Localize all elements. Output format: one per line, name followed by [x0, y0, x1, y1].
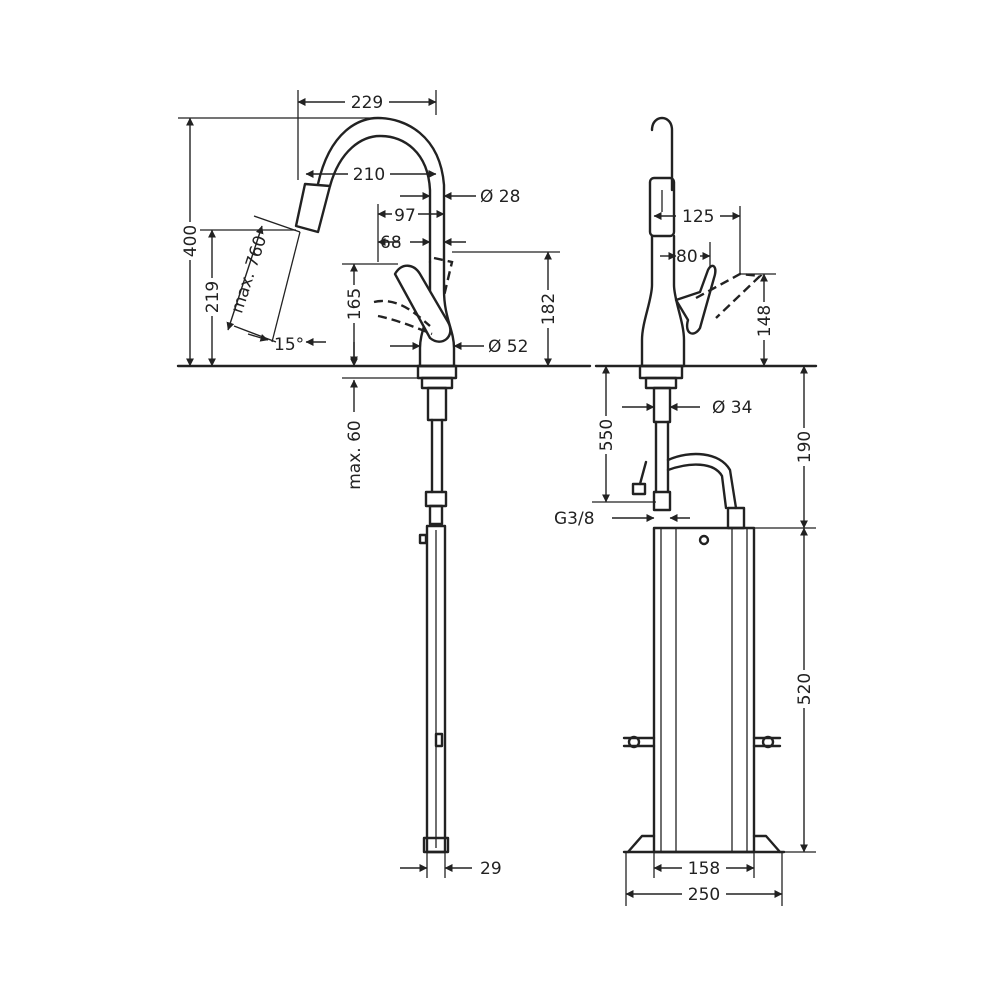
dim-182: 182: [452, 251, 560, 367]
dim-29: 29: [400, 852, 502, 879]
dim-97: 97: [377, 204, 445, 262]
label-229: 229: [351, 93, 383, 113]
hose-box: [622, 526, 786, 854]
dim-max760: max. 760: [226, 215, 301, 343]
label-158: 158: [688, 859, 720, 879]
side-hose: [418, 418, 450, 854]
dim-15deg: 15°: [233, 325, 326, 355]
dim-190: 190: [754, 365, 816, 529]
dim-148: 148: [740, 273, 776, 367]
dim-400: 400: [178, 117, 378, 367]
label-125: 125: [682, 207, 714, 227]
front-view: 125 80 148 Ø 34 550: [554, 116, 818, 906]
label-182: 182: [539, 293, 559, 325]
spout: [294, 116, 446, 264]
label-97: 97: [394, 206, 416, 226]
label-250: 250: [688, 885, 720, 905]
label-max60: max. 60: [345, 420, 365, 489]
label-d28: Ø 28: [480, 187, 520, 207]
dim-68: 68: [377, 233, 466, 253]
dim-229: 229: [297, 90, 437, 180]
label-d52: Ø 52: [488, 337, 528, 357]
dim-d52: Ø 52: [390, 337, 528, 357]
label-80: 80: [676, 247, 698, 267]
label-520: 520: [795, 673, 815, 705]
dim-125: 125: [653, 206, 741, 274]
dim-max60: max. 60: [342, 342, 418, 490]
front-spout: [638, 116, 686, 390]
lever: [373, 256, 454, 343]
label-g38: G3/8: [554, 509, 595, 529]
dim-210: 210: [305, 164, 437, 185]
label-219: 219: [203, 281, 223, 313]
dim-520: 520: [754, 527, 816, 853]
dim-219: 219: [200, 229, 296, 367]
dim-158: 158: [653, 852, 755, 879]
dim-d28: Ø 28: [400, 187, 520, 207]
label-d34: Ø 34: [712, 398, 752, 418]
dim-550: 550: [592, 365, 656, 503]
dim-d34: Ø 34: [622, 398, 752, 418]
label-400: 400: [181, 225, 201, 257]
label-15deg: 15°: [274, 335, 304, 355]
label-68: 68: [380, 233, 402, 253]
side-view: 229 210 Ø 28 97 68: [176, 90, 592, 879]
label-210: 210: [353, 165, 385, 185]
label-29: 29: [480, 859, 502, 879]
front-lever: [674, 264, 763, 335]
label-max760: max. 760: [227, 233, 271, 316]
dim-g38: G3/8: [554, 509, 690, 529]
dim-250: 250: [625, 852, 783, 906]
label-550: 550: [597, 419, 617, 451]
label-165: 165: [345, 288, 365, 320]
dim-80: 80: [660, 242, 711, 268]
label-190: 190: [795, 431, 815, 463]
label-148: 148: [755, 305, 775, 337]
dim-165: 165: [342, 263, 398, 367]
